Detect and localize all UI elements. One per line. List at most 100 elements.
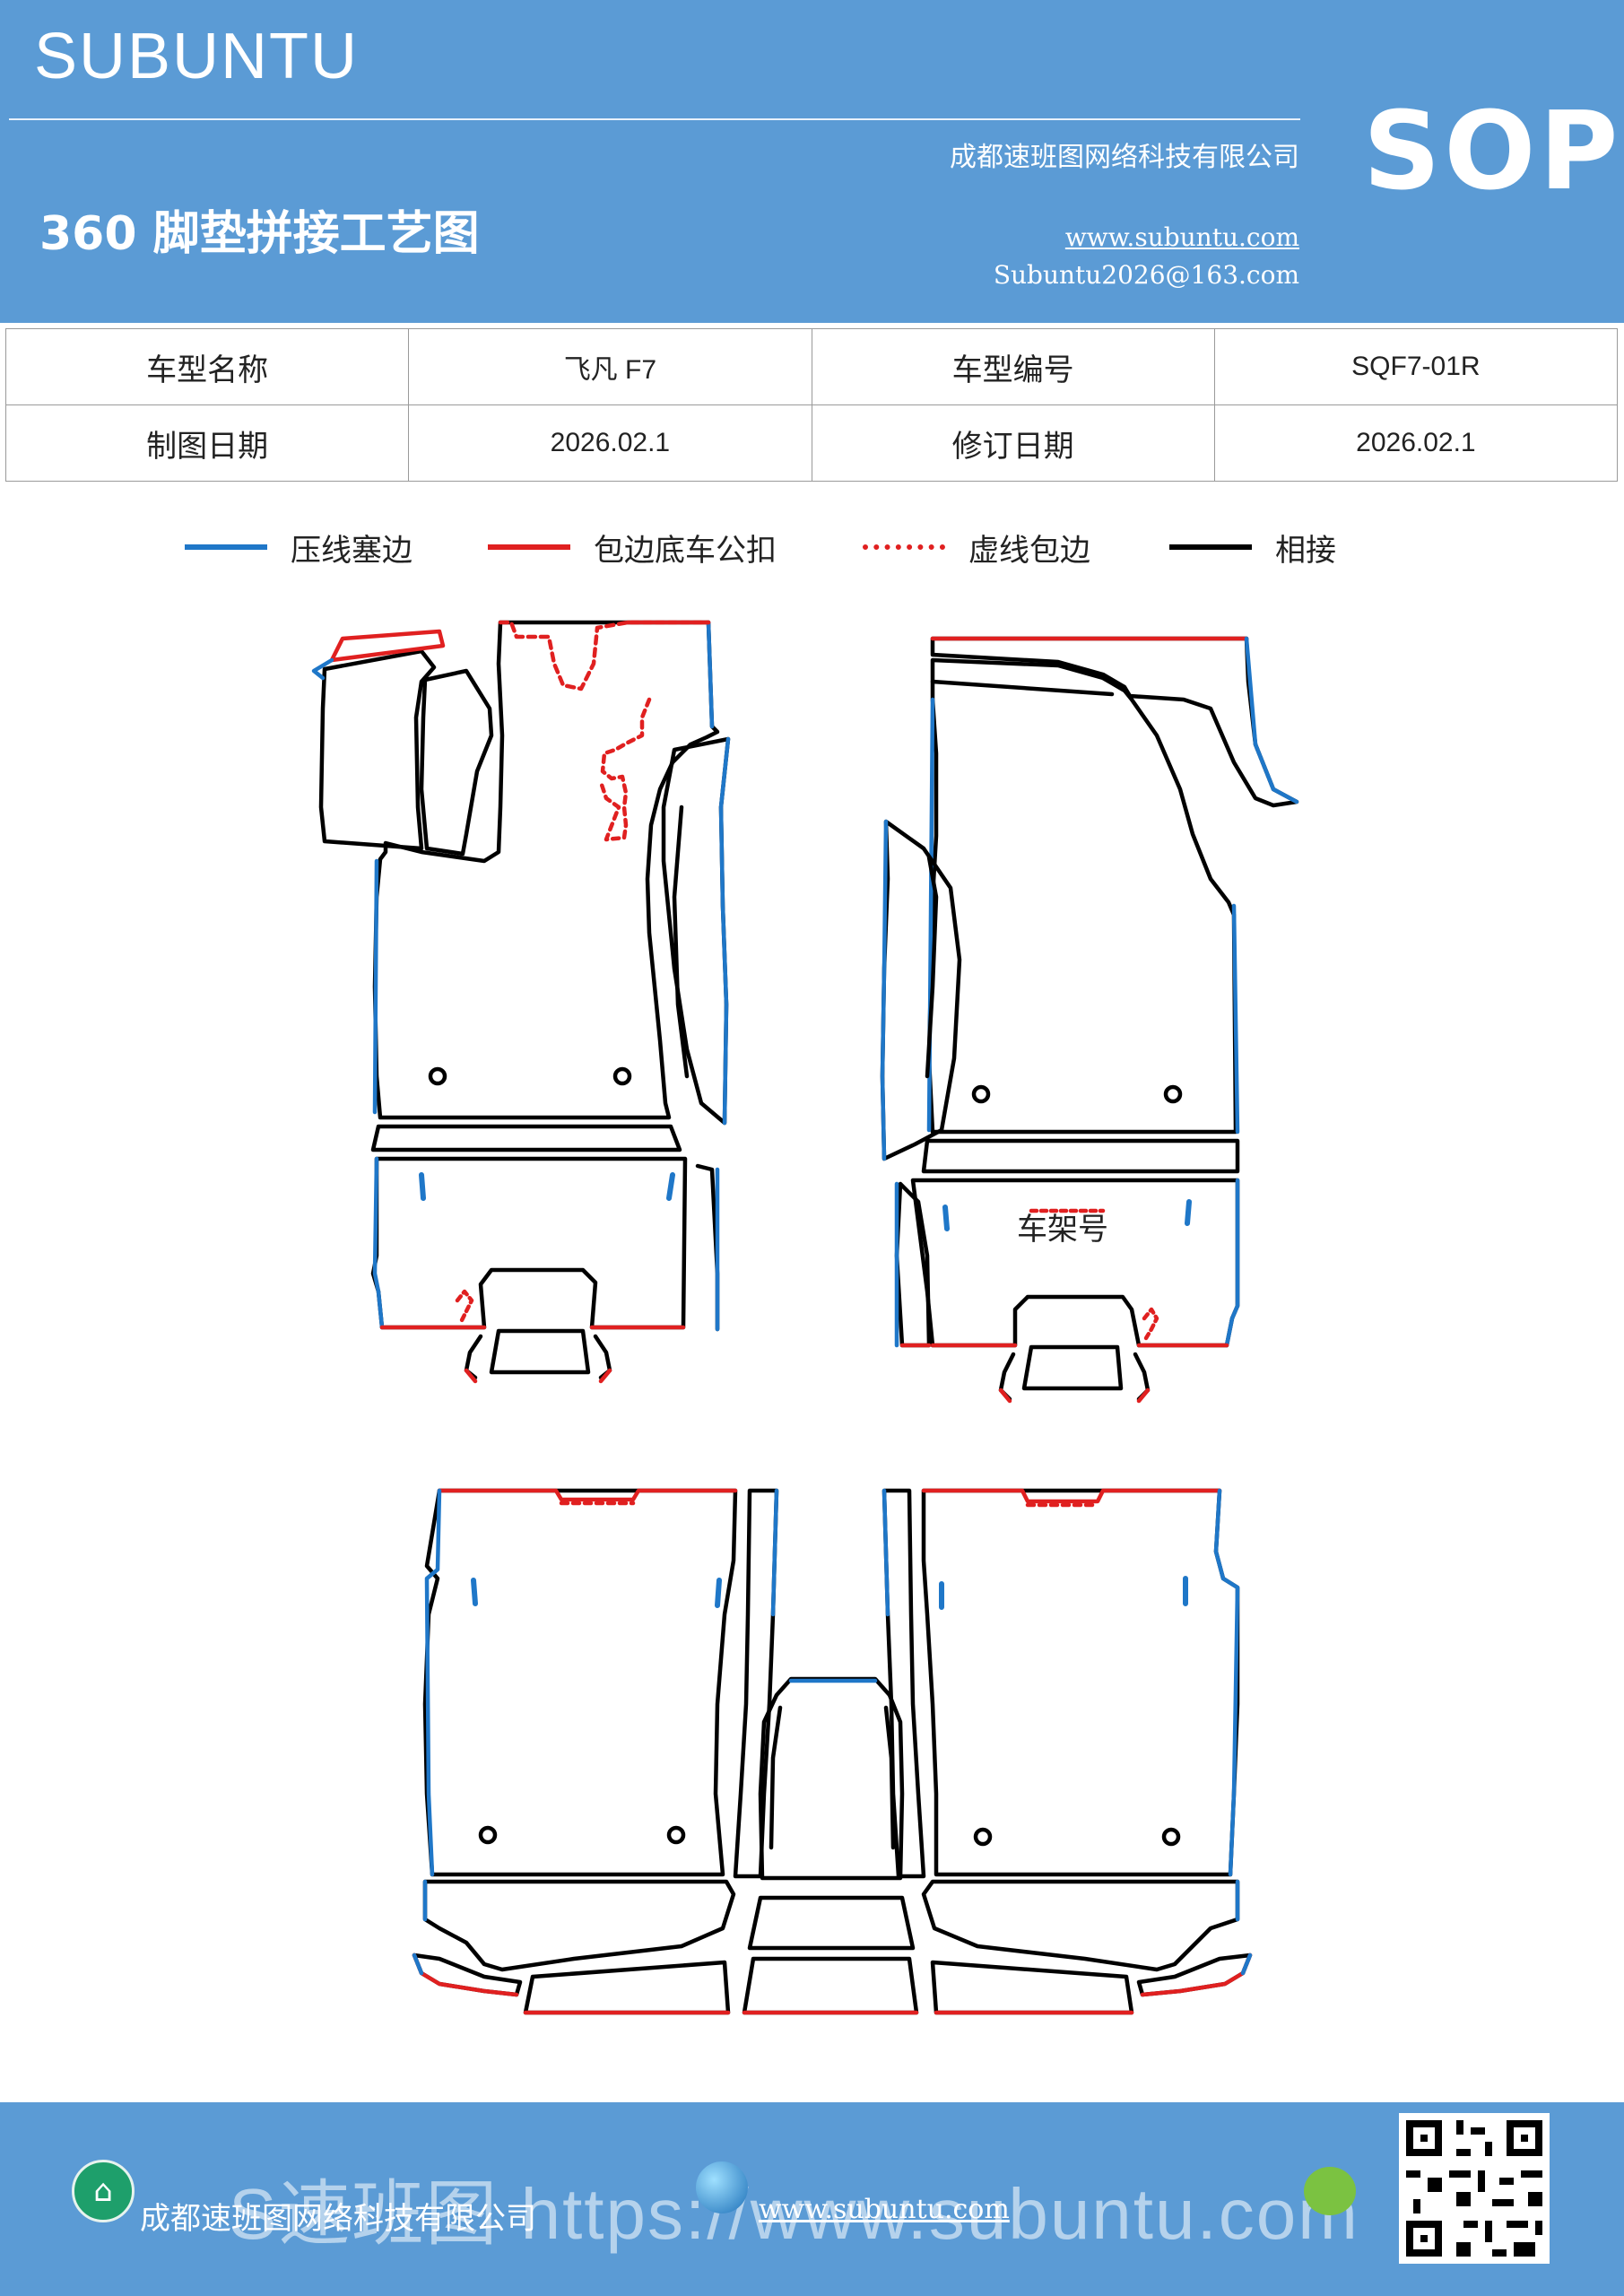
slot [942, 1199, 1192, 1231]
revise-date-label: 修订日期 [811, 404, 1215, 482]
brand-name: SUBUNTU [34, 21, 360, 92]
legend-item-edge-clip: 包边底车公扣 [488, 520, 777, 574]
slot [471, 1578, 722, 1608]
mount-hole [973, 1827, 993, 1847]
legend-item-dashed-edge: 虚线包边 [863, 520, 1090, 574]
table-row: 车型名称 飞凡 F7 车型编号 SQF7-01R [4, 328, 1619, 405]
joint-line [672, 804, 690, 1079]
dashed-edge [1142, 1307, 1159, 1341]
rear-left-lower-panel [422, 1879, 736, 1972]
rear-right-panel-outline [921, 1488, 1240, 1877]
red-edge [437, 1488, 738, 1502]
line-legend: 压线塞边 包边底车公扣 虚线包边 相接 [0, 520, 1624, 574]
revise-date-value: 2026.02.1 [1213, 404, 1619, 482]
rear-tunnel-strip [881, 1488, 926, 1879]
red-edge [921, 1488, 1222, 1504]
mount-hole [1163, 1084, 1183, 1104]
legend-label: 压线塞边 [291, 532, 413, 569]
mount-hole [612, 1066, 632, 1086]
rear-right-bottom-strip [930, 1960, 1134, 2015]
press-line-edge [706, 620, 715, 729]
rear-center-lower-panel [747, 1895, 916, 1951]
sop-badge: SOP [1363, 90, 1622, 214]
header-email[interactable]: Subuntu2026@163.com [993, 260, 1299, 290]
rear-left-bottom-strip [523, 1960, 731, 2015]
press-line-edge [372, 1156, 385, 1330]
model-code-value: SQF7-01R [1213, 328, 1619, 405]
mount-hole [971, 1084, 991, 1104]
legend-label: 虚线包边 [968, 532, 1090, 569]
header-website-link[interactable]: www.subuntu.com [1064, 222, 1299, 252]
rear-right-lower-panel [921, 1879, 1240, 1972]
press-line-edge [880, 819, 889, 1161]
rear-center-bottom-strip [742, 1956, 919, 2015]
slot [419, 1172, 675, 1201]
wechat-icon [1304, 2167, 1356, 2215]
rear-left-panel-outline [422, 1488, 738, 1877]
legend-swatch [488, 544, 570, 550]
legend-swatch [863, 544, 945, 550]
table-row: 制图日期 2026.02.1 修订日期 2026.02.1 [4, 404, 1619, 482]
vin-label: 车架号 [1017, 1212, 1108, 1248]
model-name-value: 飞凡 F7 [408, 328, 812, 405]
press-line-edge [881, 1488, 890, 1617]
passenger-side-strip [880, 819, 962, 1161]
press-line-edge [1231, 903, 1240, 1135]
passenger-mat [880, 636, 1299, 1404]
red-edge [412, 1952, 519, 1997]
press-line-edge [311, 657, 334, 681]
building-icon: ⌂ [72, 2160, 135, 2222]
press-line-edge [1224, 1178, 1240, 1348]
qr-code [1399, 2113, 1550, 2264]
press-line-edge [1240, 1952, 1253, 1976]
legend-swatch [1169, 544, 1252, 550]
driver-main-panel-outline [372, 620, 720, 1120]
slot [939, 1576, 1188, 1610]
model-code-label: 车型编号 [811, 328, 1215, 405]
mount-hole [1161, 1827, 1181, 1847]
footer-company: 成都速班图网络科技有限公司 [140, 2201, 536, 2237]
driver-side-strip [661, 736, 731, 1126]
passenger-foot-tab [1021, 1344, 1124, 1391]
footer-website-link[interactable]: www.subuntu.com [759, 2194, 1010, 2225]
legend-swatch [185, 544, 267, 550]
model-name-label: 车型名称 [4, 328, 410, 405]
press-line-edge [1244, 636, 1299, 804]
driver-side-pad [419, 668, 494, 857]
mount-hole [478, 1825, 498, 1845]
footer-banner: ⌂ 成都速班图网络科技有限公司 S速班图 https://www.subuntu… [0, 2102, 1624, 2296]
header-divider [9, 118, 1300, 120]
red-edge [1140, 1952, 1253, 1997]
red-edge [329, 629, 446, 663]
press-line-edge [424, 1488, 442, 1877]
joint-line [769, 1705, 896, 1850]
driver-mat [311, 620, 731, 1384]
press-line-edge [770, 1488, 779, 1617]
driver-foot-tab [489, 1328, 591, 1375]
rear-center-hump [758, 1676, 905, 1881]
legend-label: 包边底车公扣 [594, 532, 777, 569]
red-edge [464, 1368, 612, 1384]
red-edge [998, 1387, 1151, 1404]
footer-watermark: S速班图 https://www.subuntu.com [229, 2174, 1359, 2254]
passenger-main-panel-outline [926, 657, 1238, 1135]
legend-item-press-line: 压线塞边 [185, 520, 413, 574]
dashed-edge [598, 697, 652, 842]
joint-line [930, 679, 1115, 697]
mount-hole [666, 1825, 686, 1845]
mount-hole [428, 1066, 447, 1086]
globe-icon [696, 2161, 748, 2213]
draw-date-value: 2026.02.1 [408, 404, 812, 482]
passenger-crossbar [921, 1138, 1240, 1174]
joint-line [925, 855, 939, 1079]
dashed-edge [498, 620, 711, 691]
document-title: 360 脚垫拼接工艺图 [39, 207, 480, 261]
joint-line [695, 1163, 720, 1332]
draw-date-label: 制图日期 [4, 404, 410, 482]
press-line-edge [372, 858, 379, 1115]
header-banner: SUBUNTU 成都速班图网络科技有限公司 SOP 360 脚垫拼接工艺图 ww… [0, 0, 1624, 323]
rear-mat [412, 1488, 1253, 2015]
press-line-edge [412, 1952, 424, 1976]
dashed-edge [455, 1289, 474, 1325]
